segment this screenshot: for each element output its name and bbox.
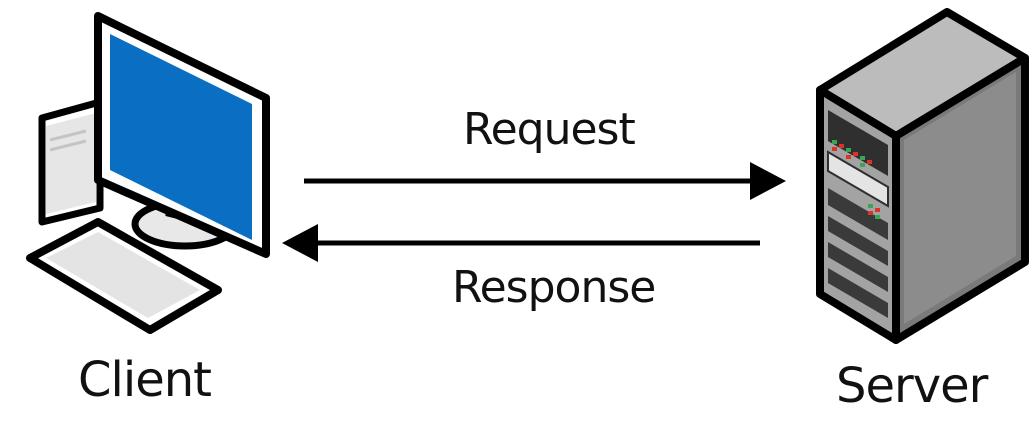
response-label: Response bbox=[452, 262, 656, 313]
monitor-screen bbox=[110, 34, 252, 240]
response-arrow bbox=[282, 224, 760, 262]
monitor bbox=[94, 12, 270, 258]
server-drive-bays bbox=[827, 110, 889, 318]
server-label: Server bbox=[836, 358, 988, 414]
request-label: Request bbox=[463, 104, 636, 155]
server-tower-icon bbox=[816, 8, 1029, 344]
request-arrow bbox=[304, 162, 786, 200]
client-label: Client bbox=[78, 352, 212, 408]
server-status-lights bbox=[832, 140, 880, 219]
computer-tower bbox=[38, 98, 104, 226]
keyboard bbox=[26, 218, 222, 334]
desktop-computer-icon bbox=[26, 12, 270, 334]
